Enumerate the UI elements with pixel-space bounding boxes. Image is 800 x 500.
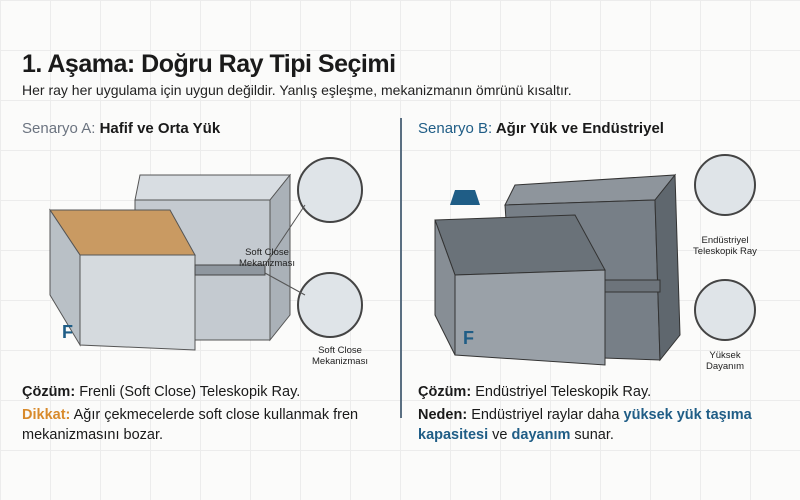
page-subtitle: Her ray her uygulama için uygun değildir… (22, 82, 572, 98)
solution-a-label: Çözüm: (22, 384, 76, 400)
soft-close-label-1: Soft Close Mekanizması (239, 247, 295, 269)
industrial-rail-label: Endüstriyel Teleskopik Ray (693, 235, 757, 257)
reason-highlight-capacity: yüksek yük taşıma kapasitesi (418, 407, 752, 443)
section-divider (400, 118, 402, 418)
reason-text: ve (492, 427, 508, 443)
solution-b-text: Endüstriyel Teleskopik Ray. (475, 384, 652, 400)
soft-close-label-2: Soft Close Mekanizması (312, 345, 368, 367)
weight-icon (450, 190, 480, 205)
heavy-drawer-illustration (434, 154, 756, 366)
solution-a: Çözüm: Frenli (Soft Close) Teleskopik Ra… (22, 382, 392, 402)
reason-b: Neden: Endüstriyel raylar daha yüksek yü… (418, 405, 778, 445)
scenario-a-title: Hafif ve Orta Yük (99, 120, 221, 137)
solution-b-label: Çözüm: (418, 384, 472, 400)
scenario-b-prefix: Senaryo B: (418, 120, 493, 137)
warning-text: Ağır çekmecelerde soft close kullanmak f… (22, 407, 359, 443)
durability-label: Yüksek Dayanım (705, 350, 744, 372)
reason-highlight-durability: dayanım (511, 427, 571, 443)
force-label-a: F (62, 322, 73, 342)
reason-text: Endüstriyel raylar daha (471, 407, 620, 423)
scenario-b-title: Ağır Yük ve Endüstriyel (495, 120, 664, 137)
scenario-a-heading: Senaryo A: Hafif ve Orta Yük (22, 120, 220, 137)
force-label-b: F (463, 328, 474, 348)
scenario-a-prefix: Senaryo A: (22, 120, 96, 137)
warning-a: Dikkat: Ağır çekmecelerde soft close kul… (22, 405, 392, 445)
solution-a-text: Frenli (Soft Close) Teleskopik Ray. (79, 384, 301, 400)
warning-label: Dikkat: (22, 407, 71, 423)
reason-label: Neden: (418, 407, 468, 423)
solution-b: Çözüm: Endüstriyel Teleskopik Ray. (418, 382, 788, 402)
light-drawer-illustration (49, 157, 363, 351)
page-title: 1. Aşama: Doğru Ray Tipi Seçimi (22, 50, 396, 78)
reason-text: sunar. (574, 427, 614, 443)
scenario-b-heading: Senaryo B: Ağır Yük ve Endüstriyel (418, 120, 664, 137)
